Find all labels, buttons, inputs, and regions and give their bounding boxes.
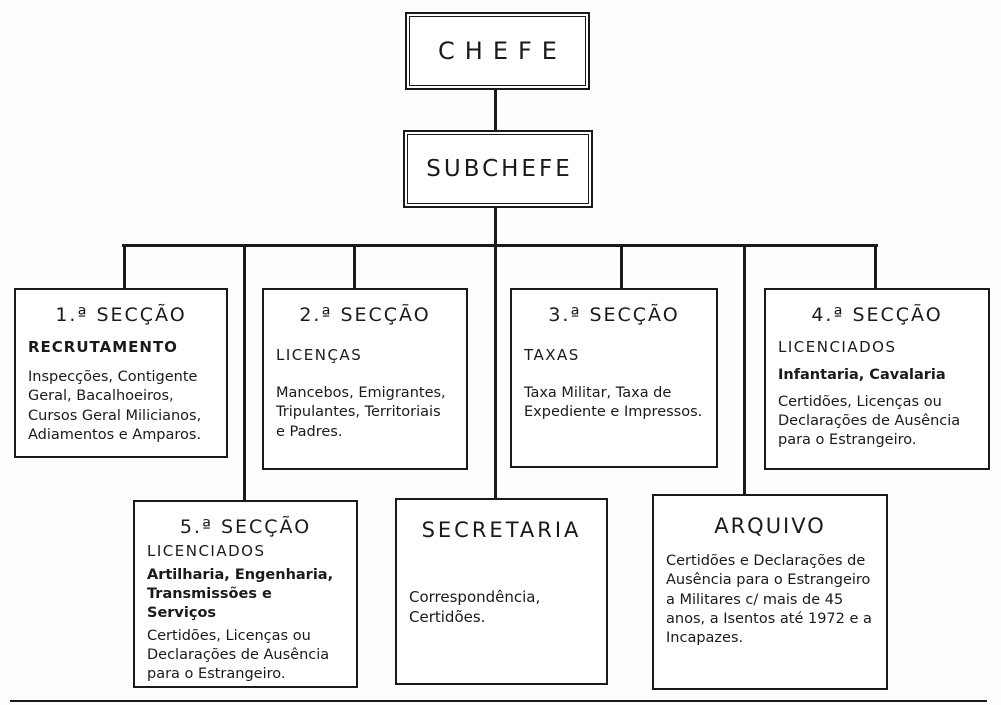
box-secretaria: SECRETARIA Correspondência, Certidões. (395, 498, 608, 685)
seccao-5-title: 5.ª SECÇÃO (179, 516, 312, 538)
box-chefe: CHEFE (405, 12, 590, 90)
seccao-2-title: 2.ª SECÇÃO (299, 304, 431, 326)
seccao-3-title: 3.ª SECÇÃO (548, 304, 680, 326)
box-seccao-2: 2.ª SECÇÃO LICENÇAS Mancebos, Emigrantes… (262, 288, 468, 470)
chefe-title: CHEFE (438, 37, 567, 65)
connector-chefe-subchefe (494, 90, 497, 130)
seccao-4-subtitle: LICENCIADOS (778, 338, 897, 356)
box-arquivo: ARQUIVO Certidões e Declarações de Ausên… (652, 494, 888, 690)
secretaria-title: SECRETARIA (421, 518, 582, 542)
seccao-3-subtitle: TAXAS (524, 346, 580, 364)
seccao-3-body: Taxa Militar, Taxa de Expediente e Impre… (524, 385, 703, 421)
connector-bar-seccao-1 (123, 247, 126, 288)
box-subchefe: SUBCHEFE (403, 130, 593, 208)
connector-horizontal-bar (122, 244, 878, 247)
connector-bar-arquivo (743, 247, 746, 495)
connector-bar-seccao-4 (874, 247, 877, 288)
connector-bar-seccao-3 (620, 247, 623, 288)
subchefe-title: SUBCHEFE (426, 156, 573, 182)
page-bottom-rule (10, 700, 987, 702)
seccao-2-subtitle: LICENÇAS (276, 346, 363, 364)
seccao-1-subtitle: RECRUTAMENTO (28, 338, 178, 356)
box-seccao-4: 4.ª SECÇÃO LICENCIADOS Infantaria, Caval… (764, 288, 990, 470)
seccao-5-body: Certidões, Licenças ou Declarações de Au… (147, 627, 330, 683)
connector-subchefe-bar (494, 208, 497, 245)
seccao-1-body: Inspecções, Contigente Geral, Bacalhoeir… (28, 369, 202, 443)
seccao-5-emphasis: Artilharia, Engenharia, Transmissões e S… (147, 567, 334, 621)
arquivo-title: ARQUIVO (714, 514, 826, 538)
arquivo-body: Certidões e Declarações de Ausência para… (666, 553, 872, 647)
seccao-2-body: Mancebos, Emigrantes, Tripulantes, Terri… (276, 385, 446, 440)
connector-bar-seccao-5 (243, 247, 246, 500)
connector-bar-secretaria (494, 247, 497, 498)
seccao-4-title: 4.ª SECÇÃO (811, 304, 943, 326)
box-seccao-3: 3.ª SECÇÃO TAXAS Taxa Militar, Taxa de E… (510, 288, 718, 468)
seccao-5-subtitle: LICENCIADOS (147, 542, 266, 560)
seccao-4-body: Certidões, Licenças ou Declarações de Au… (778, 393, 961, 449)
connector-bar-seccao-2 (353, 247, 356, 288)
box-seccao-5: 5.ª SECÇÃO LICENCIADOS Artilharia, Engen… (133, 500, 358, 688)
secretaria-body: Correspondência, Certidões. (409, 588, 541, 626)
seccao-4-emphasis: Infantaria, Cavalaria (778, 367, 946, 383)
box-seccao-1: 1.ª SECÇÃO RECRUTAMENTO Inspecções, Cont… (14, 288, 228, 458)
seccao-1-title: 1.ª SECÇÃO (55, 304, 187, 326)
